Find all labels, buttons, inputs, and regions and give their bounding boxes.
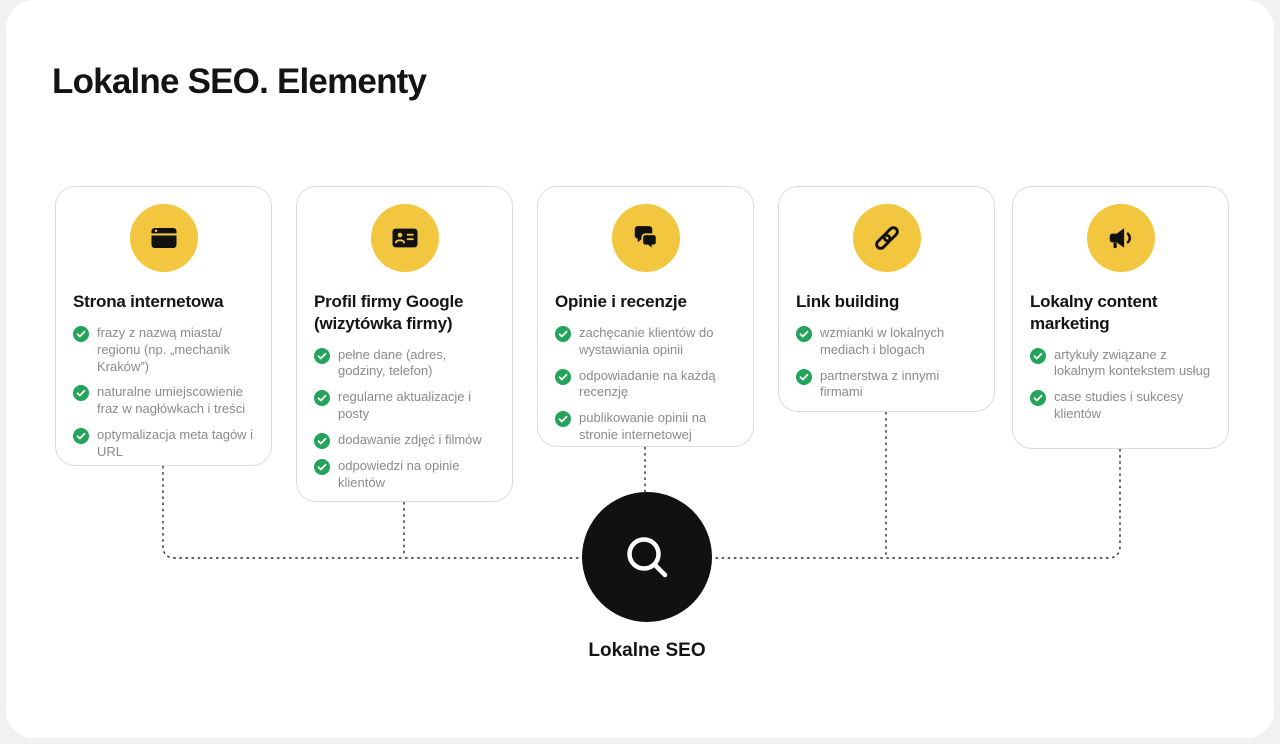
check-icon — [1030, 390, 1046, 407]
list-item: artykuły związane z lokalnym kontekstem … — [1030, 347, 1211, 381]
chat-bubbles-icon — [611, 204, 680, 272]
card-opinie-i-recenzje: Opinie i recenzje zachęcanie klientów do… — [537, 186, 754, 447]
link-icon — [852, 204, 921, 272]
magnifier-icon — [627, 537, 668, 578]
center-label: Lokalne SEO — [588, 640, 706, 661]
list-item: dodawanie zdjęć i filmów — [314, 432, 495, 450]
card-title: Link building — [796, 292, 900, 311]
item-text: dodawanie zdjęć i filmów — [338, 432, 482, 448]
card-items: pełne dane (adres, godziny, telefon) reg… — [314, 347, 495, 492]
list-item: optymalizacja meta tagów i URL — [73, 427, 254, 461]
megaphone-icon — [1086, 204, 1155, 272]
item-text: publikowanie opinii na stronie interneto… — [579, 410, 707, 443]
list-item: pełne dane (adres, godziny, telefon) — [314, 347, 495, 381]
card-lokalny-content-marketing: Lokalny content marketing artykuły związ… — [1012, 186, 1229, 449]
card-title: Lokalny content marketing — [1030, 292, 1158, 333]
card-items: artykuły związane z lokalnym kontekstem … — [1030, 347, 1211, 424]
list-item: odpowiedzi na opinie klientów — [314, 458, 495, 492]
card-items: zachęcanie klientów do wystawiania opini… — [555, 325, 736, 444]
check-icon — [555, 368, 571, 385]
check-icon — [796, 368, 812, 385]
check-icon — [314, 459, 330, 476]
check-icon — [796, 325, 812, 342]
list-item: odpowiadanie na każdą recenzję — [555, 368, 736, 402]
contact-card-icon — [370, 204, 439, 272]
browser-window-icon — [129, 204, 198, 272]
list-item: frazy z nazwą miasta/ regionu (np. „mech… — [73, 325, 254, 376]
card-title: Strona internetowa — [73, 292, 224, 311]
item-text: pełne dane (adres, godziny, telefon) — [338, 346, 447, 379]
check-icon — [1030, 347, 1046, 364]
item-text: partnerstwa z innymi firmami — [820, 367, 940, 400]
item-text: naturalne umiejscowienie fraz w nagłówka… — [97, 384, 246, 417]
list-item: wzmianki w lokalnych mediach i blogach — [796, 325, 977, 359]
check-icon — [314, 433, 330, 450]
check-icon — [555, 411, 571, 428]
item-text: zachęcanie klientów do wystawiania opini… — [579, 324, 714, 357]
item-text: wzmianki w lokalnych mediach i blogach — [820, 324, 945, 357]
item-text: case studies i sukcesy klientów — [1054, 389, 1184, 422]
list-item: regularne aktualizacje i posty — [314, 389, 495, 423]
center-node — [582, 492, 712, 622]
check-icon — [555, 325, 571, 342]
card-link-building: Link building wzmianki w lokalnych media… — [778, 186, 995, 412]
list-item: naturalne umiejscowienie fraz w nagłówka… — [73, 384, 254, 418]
card-profil-firmy-google: Profil firmy Google (wizytówka firmy) pe… — [296, 186, 513, 502]
page-title: Lokalne SEO. Elementy — [52, 62, 427, 101]
item-text: regularne aktualizacje i posty — [338, 389, 471, 422]
list-item: zachęcanie klientów do wystawiania opini… — [555, 325, 736, 359]
list-item: publikowanie opinii na stronie interneto… — [555, 410, 736, 444]
card-title: Profil firmy Google (wizytówka firmy) — [314, 292, 464, 333]
check-icon — [73, 325, 89, 342]
card-items: frazy z nazwą miasta/ regionu (np. „mech… — [73, 325, 254, 461]
item-text: frazy z nazwą miasta/ regionu (np. „mech… — [97, 324, 230, 374]
check-icon — [73, 385, 89, 402]
card-items: wzmianki w lokalnych mediach i blogach p… — [796, 325, 977, 402]
card-strona-internetowa: Strona internetowa frazy z nazwą miasta/… — [55, 186, 272, 466]
check-icon — [314, 390, 330, 407]
item-text: odpowiedzi na opinie klientów — [338, 458, 460, 490]
check-icon — [73, 428, 89, 445]
list-item: partnerstwa z innymi firmami — [796, 368, 977, 402]
item-text: optymalizacja meta tagów i URL — [97, 427, 254, 460]
card-title: Opinie i recenzje — [555, 292, 687, 311]
check-icon — [314, 347, 330, 364]
list-item: case studies i sukcesy klientów — [1030, 389, 1211, 423]
item-text: artykuły związane z lokalnym kontekstem … — [1054, 346, 1211, 379]
item-text: odpowiadanie na każdą recenzję — [579, 367, 716, 400]
